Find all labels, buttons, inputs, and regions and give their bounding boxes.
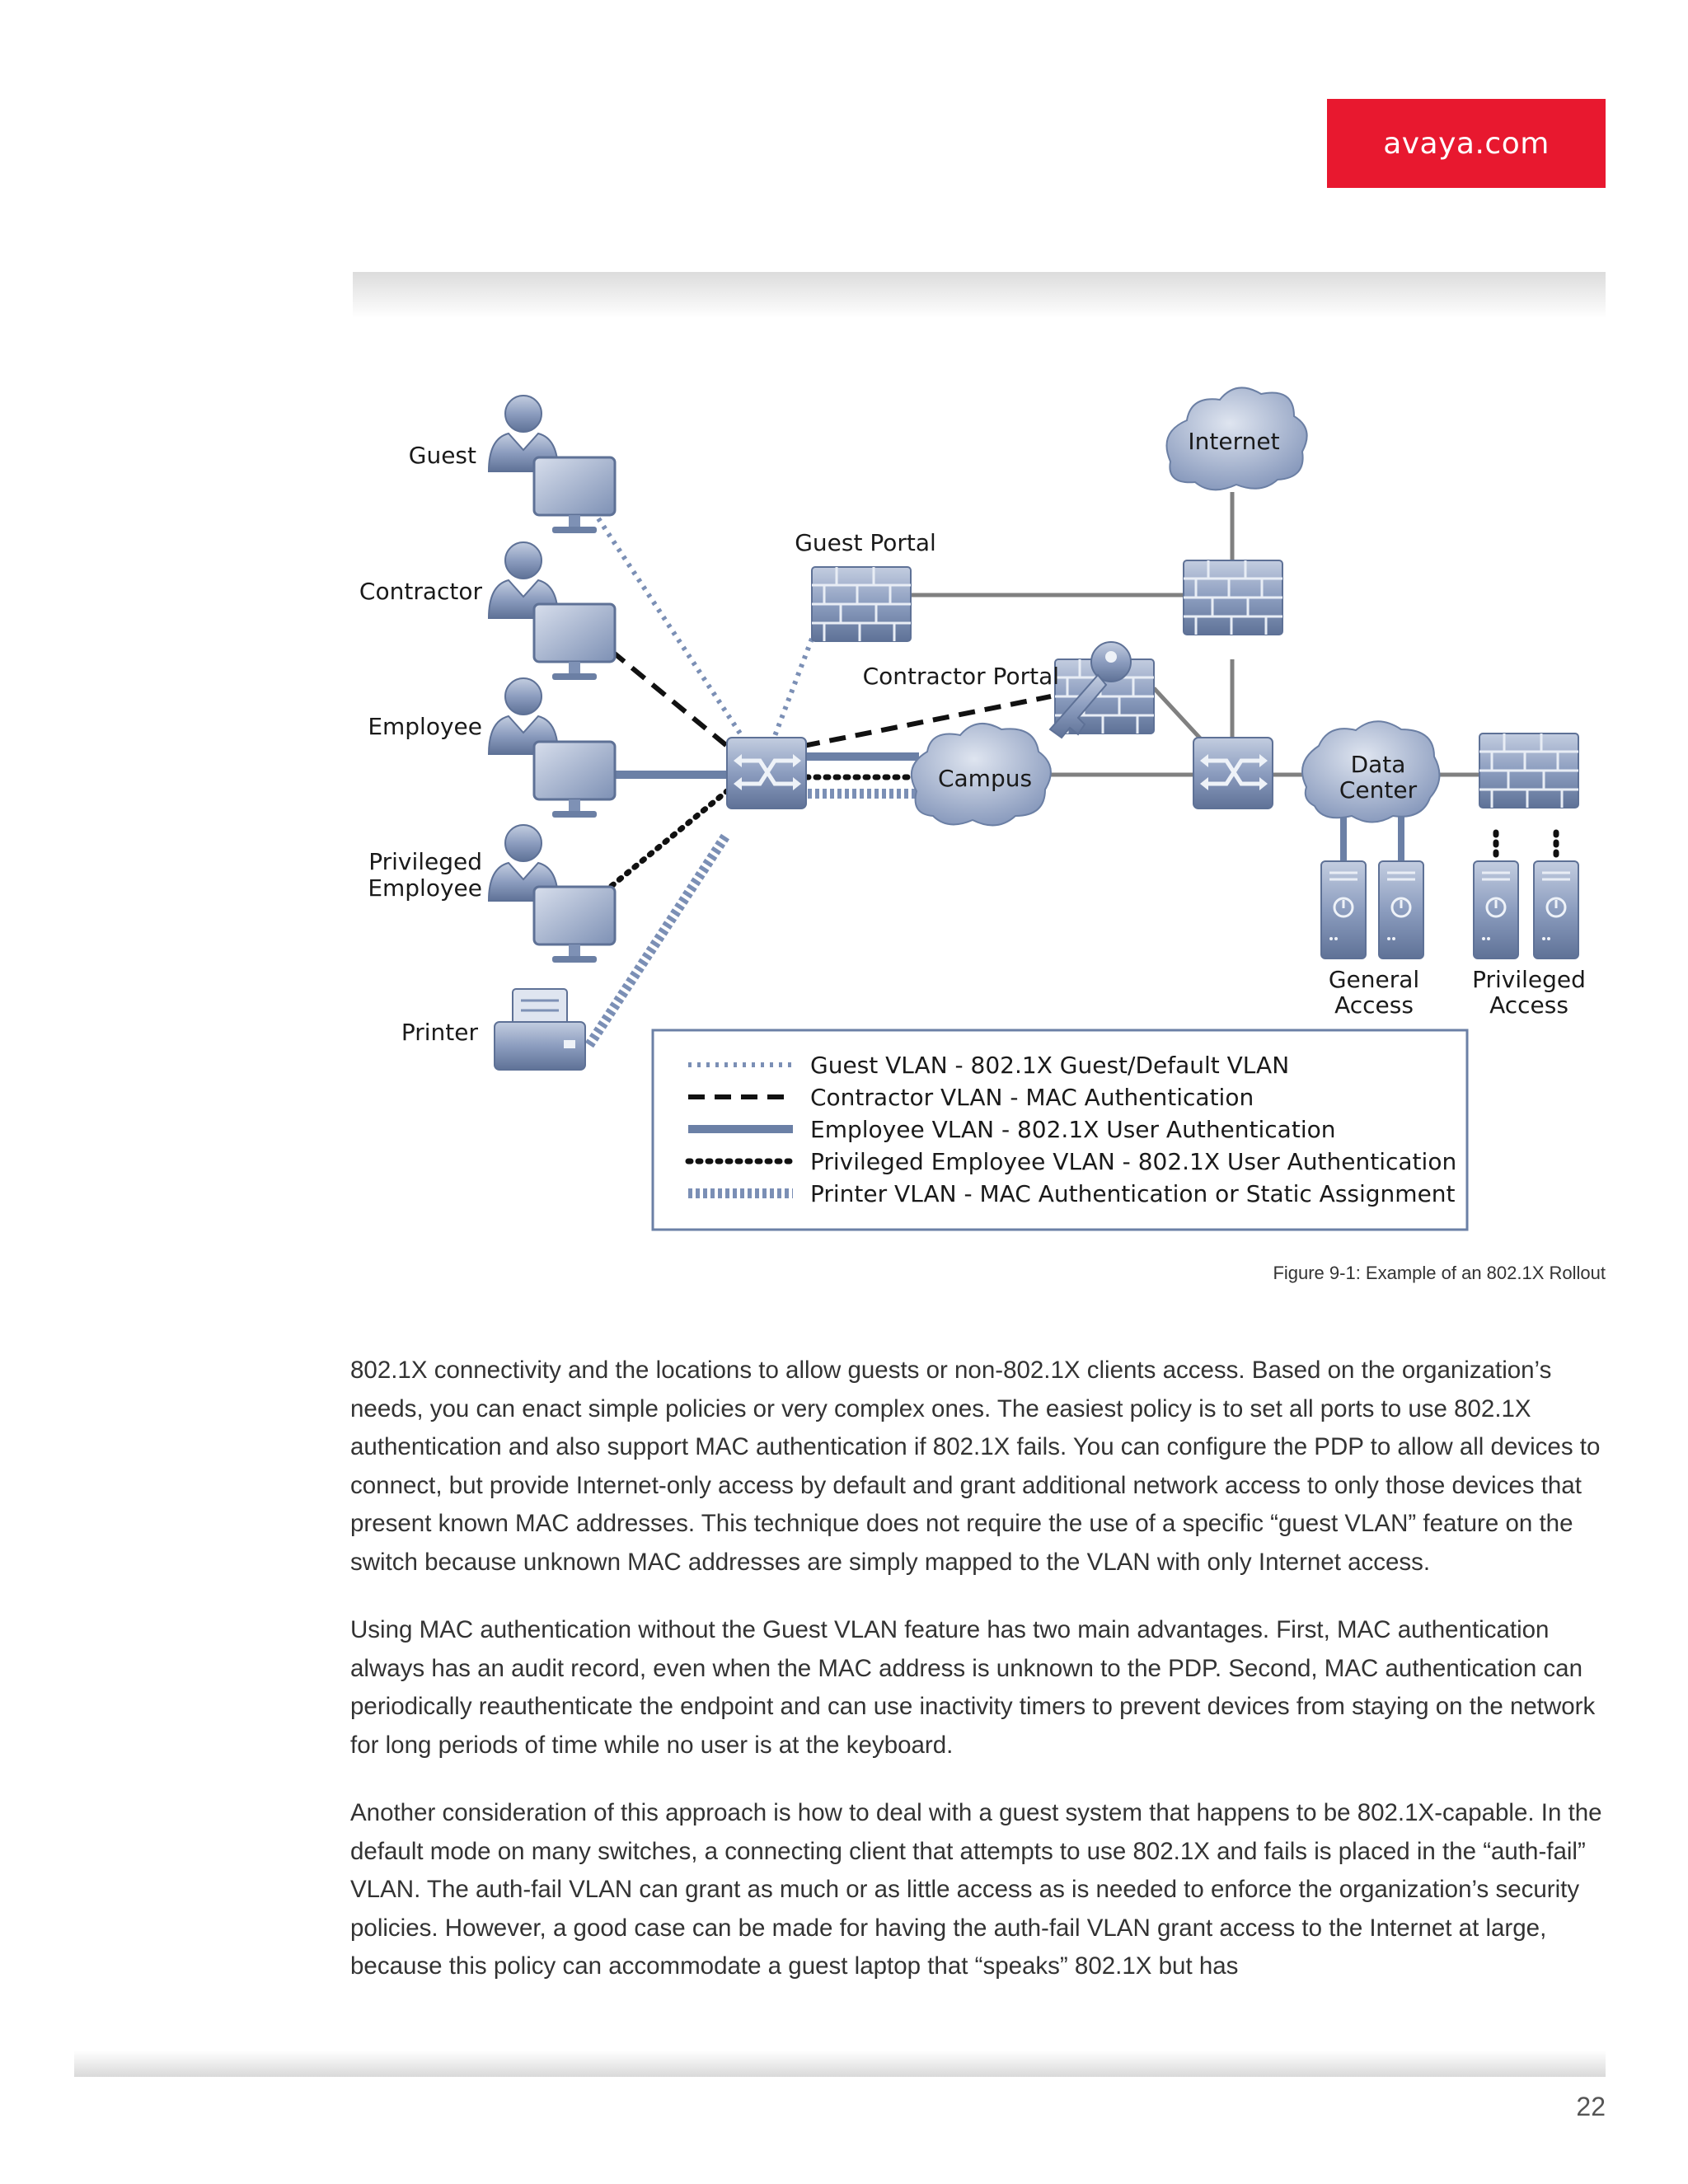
- label-contractor: Contractor: [359, 578, 483, 605]
- legend-label-employee: Employee VLAN - 802.1X User Authenticati…: [810, 1116, 1335, 1143]
- footer-divider-bar: [74, 2050, 1606, 2077]
- line-guest-portal: [772, 637, 814, 738]
- line-contractor-portal: [803, 694, 1052, 748]
- paragraph: Another consideration of this approach i…: [350, 1799, 1602, 1980]
- label-privileged-employee-2: Employee: [368, 874, 482, 902]
- monitor-icon: [532, 885, 617, 964]
- connection-lines: [584, 492, 1559, 1048]
- firewall-icon: [1182, 559, 1284, 636]
- label-guest: Guest: [409, 442, 476, 469]
- monitor-icon: [532, 740, 617, 819]
- line-privileged: [608, 788, 730, 889]
- label-data-center-1: Data: [1351, 751, 1406, 778]
- server-icon: [1472, 860, 1520, 960]
- switch-icon: [727, 738, 806, 808]
- label-printer: Printer: [401, 1019, 479, 1046]
- internet-cloud-icon: [1165, 387, 1308, 491]
- line-contractor: [610, 649, 729, 748]
- firewall-icon: [810, 565, 912, 643]
- printer-icon: [494, 988, 586, 1071]
- server-icon: [1377, 860, 1425, 960]
- page-number: 22: [1576, 2092, 1606, 2121]
- legend-label-guest: Guest VLAN - 802.1X Guest/Default VLAN: [810, 1052, 1289, 1079]
- label-general-access-2: Access: [1334, 991, 1414, 1019]
- label-privileged-access-2: Access: [1489, 991, 1568, 1019]
- figure-caption: Figure 9-1: Example of an 802.1X Rollout: [1273, 1263, 1606, 1283]
- legend-label-privileged: Privileged Employee VLAN - 802.1X User A…: [810, 1148, 1456, 1175]
- label-guest-portal: Guest Portal: [795, 529, 936, 556]
- server-icon: [1532, 860, 1580, 960]
- paragraph: 802.1X connectivity and the locations to…: [350, 1357, 1601, 1576]
- label-privileged-employee-1: Privileged: [368, 848, 482, 875]
- monitor-icon: [532, 456, 617, 535]
- monitor-icon: [532, 602, 617, 682]
- firewall-icon: [1478, 732, 1580, 809]
- paragraph: Using MAC authentication without the Gue…: [350, 1616, 1596, 1759]
- label-employee: Employee: [368, 713, 482, 740]
- label-general-access-1: General: [1329, 966, 1419, 993]
- brand-banner[interactable]: avaya.com: [1327, 99, 1606, 188]
- campus-cloud-icon: [910, 723, 1052, 827]
- server-icon: [1320, 860, 1367, 960]
- label-data-center-2: Center: [1339, 776, 1418, 804]
- key-icon: [1048, 641, 1132, 739]
- diagram-legend: Guest VLAN - 802.1X Guest/Default VLAN C…: [651, 1029, 1469, 1231]
- legend-label-printer: Printer VLAN - MAC Authentication or Sta…: [810, 1180, 1456, 1207]
- network-diagram: Guest Contractor Employee Privileged Emp…: [359, 387, 1586, 1231]
- body-text: 802.1X connectivity and the locations to…: [350, 1352, 1611, 2016]
- label-campus: Campus: [938, 765, 1032, 792]
- data-center-cloud-icon: [1301, 720, 1441, 823]
- label-internet: Internet: [1188, 428, 1279, 455]
- label-privileged-access-1: Privileged: [1472, 966, 1586, 993]
- legend-label-contractor: Contractor VLAN - MAC Authentication: [810, 1084, 1254, 1111]
- header-divider-bar: [353, 272, 1606, 318]
- switch-icon: [1193, 738, 1273, 808]
- label-contractor-portal: Contractor Portal: [863, 663, 1059, 690]
